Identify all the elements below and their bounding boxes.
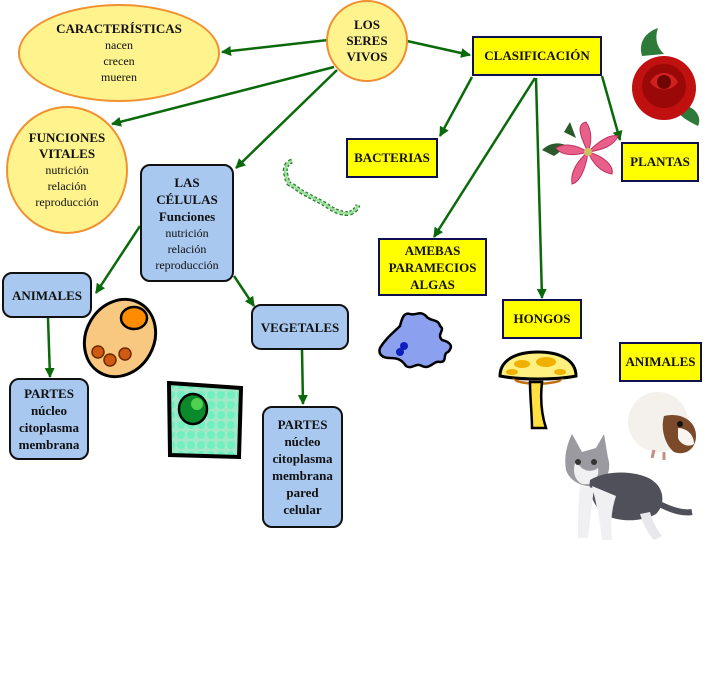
root-node-los-seres-vivos: LOS SERES VIVOS — [326, 0, 408, 82]
partes-item: membrana — [18, 437, 80, 452]
protistas-label: ALGAS — [410, 276, 455, 292]
celula-vegetal-partes-node: PARTES núcleo citoplasma membrana pared … — [262, 406, 343, 528]
lily-image — [542, 121, 619, 185]
caracteristicas-node: CARACTERÍSTICAS nacen crecen mueren — [18, 4, 220, 102]
rose-image — [632, 28, 700, 126]
celula-animal-node: ANIMALES — [2, 272, 92, 318]
celula-vegetal-node: VEGETALES — [251, 304, 349, 350]
funciones-title: VITALES — [38, 146, 96, 161]
caracteristicas-item: crecen — [103, 54, 135, 68]
funciones-vitales-node: FUNCIONES VITALES nutrición relación rep… — [6, 106, 128, 234]
celula-animal-label: ANIMALES — [11, 287, 83, 303]
arrow-clasif-to-protistas — [432, 77, 537, 238]
bacterias-label: BACTERIAS — [354, 150, 430, 165]
arrow-animales-to-partes — [44, 317, 55, 378]
animal-cell-image — [82, 297, 158, 379]
partes-item: núcleo — [30, 403, 68, 418]
clasificacion-title: CLASIFICACIÓN — [484, 48, 590, 63]
arrow-celulas-to-vegetales — [232, 275, 256, 307]
celula-vegetal-label: VEGETALES — [260, 319, 340, 335]
caracteristicas-item: mueren — [101, 70, 137, 84]
celulas-item: reproducción — [155, 257, 219, 272]
funciones-item: nutrición — [45, 163, 89, 177]
clasificacion-node: CLASIFICACIÓN — [472, 36, 602, 76]
hongos-node: HONGOS — [502, 299, 582, 339]
partes-title: PARTES — [277, 417, 328, 432]
arrow-root-to-funciones — [111, 65, 335, 127]
celulas-title: LAS — [174, 174, 200, 190]
arrow-clasif-to-plantas — [600, 75, 623, 141]
hongos-label: HONGOS — [513, 311, 571, 326]
arrow-celulas-to-animales — [94, 225, 142, 294]
arrow-root-to-caracteristicas — [221, 38, 329, 56]
root-line: SERES — [346, 33, 388, 48]
celulas-subtitle: Funciones — [158, 208, 216, 224]
funciones-title: FUNCIONES — [28, 130, 106, 145]
bacterias-node: BACTERIAS — [346, 138, 438, 178]
guinea-pig-image — [628, 392, 696, 460]
caracteristicas-item: nacen — [105, 38, 133, 52]
arrow-root-to-celulas — [235, 69, 338, 169]
animales-node: ANIMALES — [619, 342, 702, 382]
plant-cell-image — [166, 380, 244, 460]
plantas-label: PLANTAS — [630, 154, 690, 169]
partes-item: núcleo — [284, 434, 321, 449]
arrow-clasif-to-bacterias — [438, 76, 474, 137]
partes-item: pared — [286, 485, 319, 500]
protistas-label: AMEBAS — [404, 242, 461, 258]
arrow-root-to-clasificacion — [406, 39, 471, 58]
animales-label: ANIMALES — [625, 354, 696, 369]
partes-item: citoplasma — [272, 451, 333, 466]
celulas-item: relación — [167, 241, 207, 256]
funciones-item: relación — [47, 179, 87, 193]
amoeba-image — [378, 312, 453, 369]
celulas-item: nutrición — [165, 225, 209, 240]
caracteristicas-title: CARACTERÍSTICAS — [56, 21, 182, 36]
kitten-image — [565, 434, 693, 540]
partes-title: PARTES — [24, 386, 74, 401]
protistas-node: AMEBAS PARAMECIOS ALGAS — [378, 238, 487, 296]
partes-item: citoplasma — [19, 420, 79, 435]
partes-item: celular — [283, 502, 322, 517]
partes-item: membrana — [272, 468, 333, 483]
celulas-node: LAS CÉLULAS Funciones nutrición relación… — [140, 164, 234, 282]
bacteria-spiral-image — [282, 158, 361, 216]
protistas-label: PARAMECIOS — [388, 259, 477, 275]
funciones-item: reproducción — [35, 195, 99, 209]
plantas-node: PLANTAS — [621, 142, 699, 182]
celulas-title: CÉLULAS — [156, 191, 218, 207]
celula-animal-partes-node: PARTES núcleo citoplasma membrana — [9, 378, 89, 460]
root-line: VIVOS — [346, 49, 388, 64]
root-line: LOS — [353, 17, 380, 32]
mushroom-image — [498, 350, 578, 430]
arrow-clasif-to-hongos — [534, 77, 547, 299]
arrow-vegetales-to-partes — [297, 349, 308, 405]
